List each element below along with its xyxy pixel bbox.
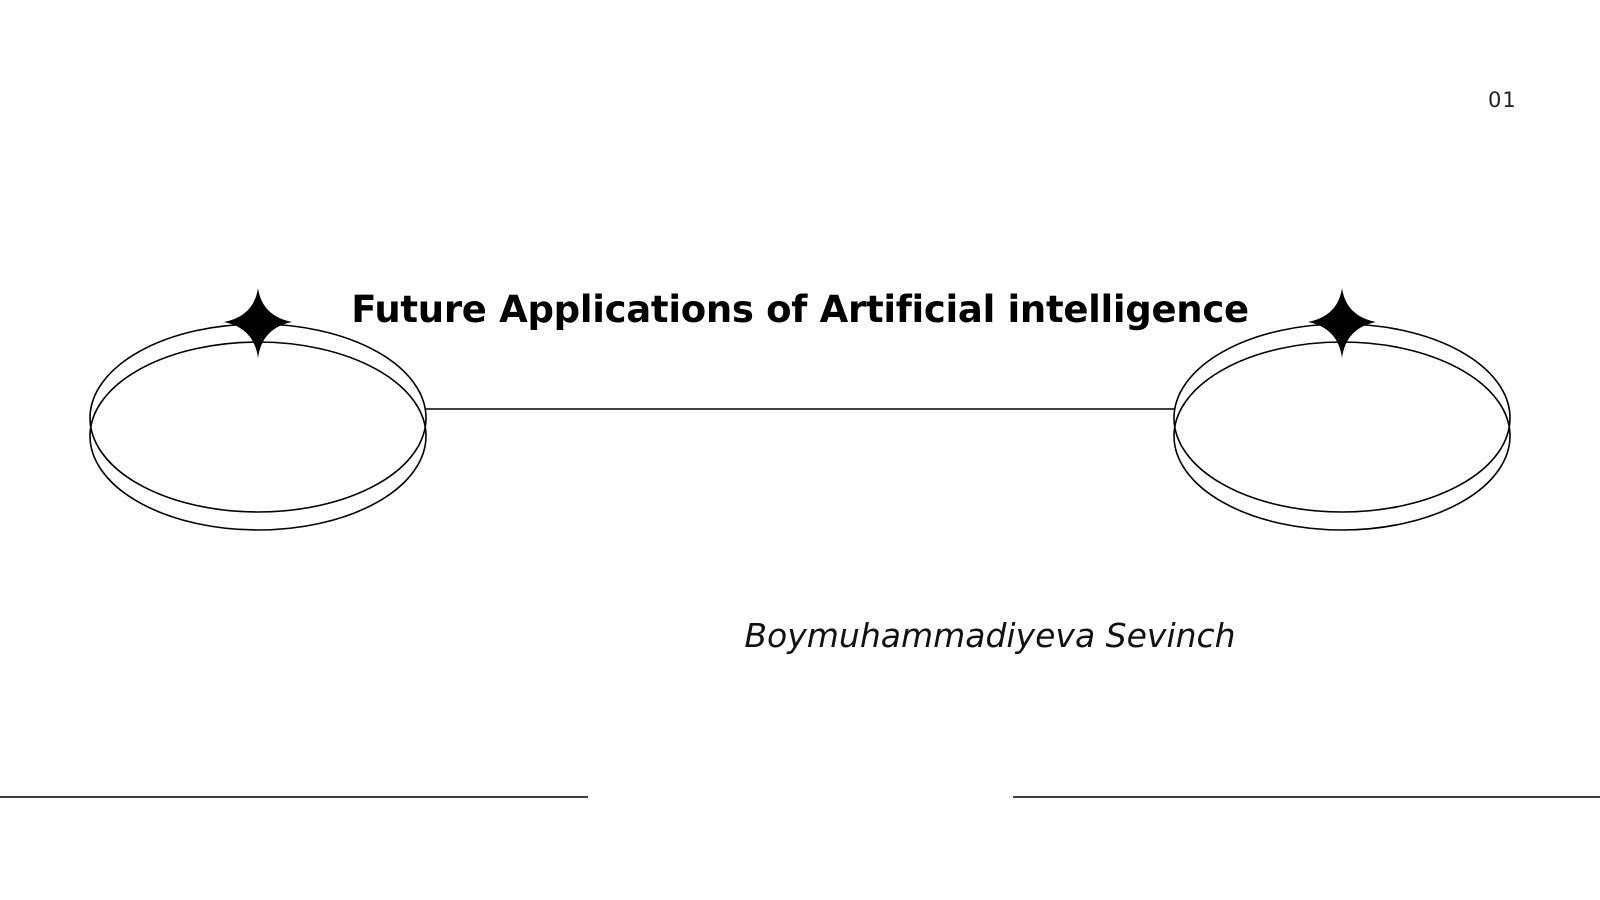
- page-number: 01: [1488, 88, 1517, 112]
- right-sparkle-star-icon: [1308, 288, 1376, 358]
- author-name: Boymuhammadiyeva Sevinch: [744, 616, 1236, 655]
- slide-title: Future Applications of Artificial intell…: [351, 288, 1249, 331]
- left-sparkle-star-icon: [224, 288, 292, 358]
